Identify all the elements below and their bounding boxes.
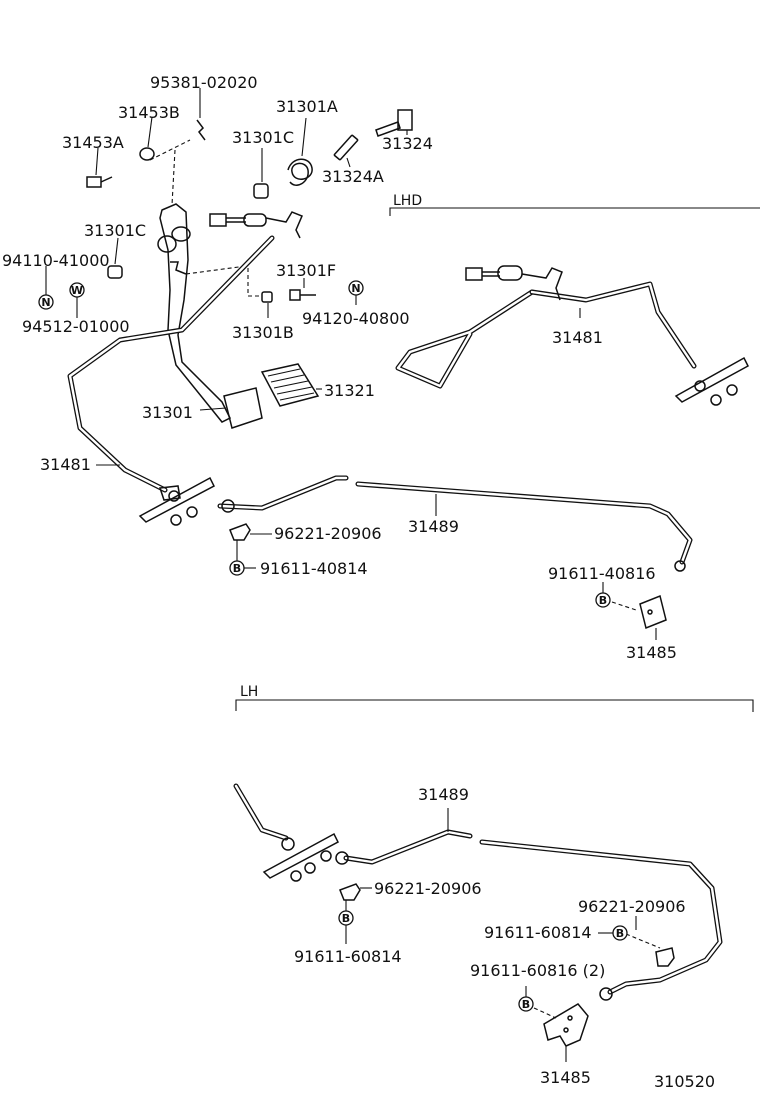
label-31453A: 31453A [62,133,124,152]
svg-text:B: B [233,562,241,575]
label-31489-b: 31489 [418,785,469,804]
svg-text:N: N [41,296,50,309]
bracket-31485-icon [543,1003,589,1047]
svg-text:W: W [71,284,83,297]
tube-31489-icon [217,475,693,572]
label-91611-60814-a: 91611-60814 [294,947,402,966]
tube-31481-icon [67,235,275,493]
svg-text:B: B [599,594,607,607]
bracket-icon [262,832,339,882]
label-31481-left: 31481 [40,455,91,474]
clutch-pedal-icon [157,203,263,429]
clip-icon [339,883,361,901]
clevis-icon [465,265,563,301]
label-91611-60814-b: 91611-60814 [484,923,592,942]
bushing-icon [261,291,273,303]
bolt-icon [289,289,316,301]
label-91611-40814: 91611-40814 [260,559,368,578]
bracket-31485-icon [639,594,667,630]
lhd-section-bracket: LHD [389,193,760,216]
label-31301C-top: 31301C [232,128,294,147]
bushing-icon [107,265,123,279]
label-31489-a: 31489 [408,517,459,536]
clip-icon [229,523,251,541]
lh-section-bracket: LH [235,684,754,712]
svg-text:B: B [522,998,530,1011]
nut-symbol-icon: N [348,280,364,296]
label-31485-a: 31485 [626,643,677,662]
bracket-icon [674,356,749,406]
lh-tube-31481-icon [233,783,289,841]
bolt-icon [375,109,413,137]
label-31324A: 31324A [322,167,384,186]
clip-icon [655,947,675,967]
washer-symbol-icon: W [69,282,85,298]
label-96221-20906-b: 96221-20906 [374,879,482,898]
bolt-symbol-icon: B [229,560,245,576]
pin-icon [333,134,359,161]
lh-section-label: LH [240,684,258,700]
pin-icon [196,119,206,141]
lhd-tube-icon [395,281,697,389]
label-96221-20906-c: 96221-20906 [578,897,686,916]
svg-text:B: B [342,912,350,925]
bushing-icon [253,183,269,199]
label-91611-40816: 91611-40816 [548,564,656,583]
label-31301C-left: 31301C [84,221,146,240]
bracket-icon [138,476,215,526]
label-94512-01000: 94512-01000 [22,317,130,336]
nut-symbol-icon: N [38,294,54,310]
bolt-icon [86,176,113,188]
label-31301: 31301 [142,403,193,422]
label-96221-20906-a: 96221-20906 [274,524,382,543]
label-94120-40800: 94120-40800 [302,309,410,328]
label-31301A: 31301A [276,97,338,116]
bolt-symbol-icon: B [338,910,354,926]
label-94110-41000: 94110-41000 [2,251,110,270]
svg-text:B: B [616,927,624,940]
pedal-pad-icon [260,363,320,407]
bolt-symbol-icon: B [518,996,534,1012]
label-31453B: 31453B [118,103,180,122]
label-31301B: 31301B [232,323,294,342]
figure-number: 310520 [654,1072,715,1091]
bolt-symbol-icon: B [612,925,628,941]
clevis-icon [209,211,303,239]
bolt-symbol-icon: B [595,592,611,608]
label-31301F: 31301F [276,261,336,280]
label-91611-60816: 91611-60816 (2) [470,961,605,980]
label-31485-b: 31485 [540,1068,591,1087]
label-31321: 31321 [324,381,375,400]
label-95381-02020: 95381-02020 [150,73,258,92]
spring-icon [287,158,313,186]
lhd-section-label: LHD [393,193,422,209]
lh-tube-31489-icon [335,829,723,1001]
label-31324: 31324 [382,134,433,153]
svg-text:N: N [351,282,360,295]
bushing-icon [139,147,155,161]
label-31481-lhd: 31481 [552,328,603,347]
